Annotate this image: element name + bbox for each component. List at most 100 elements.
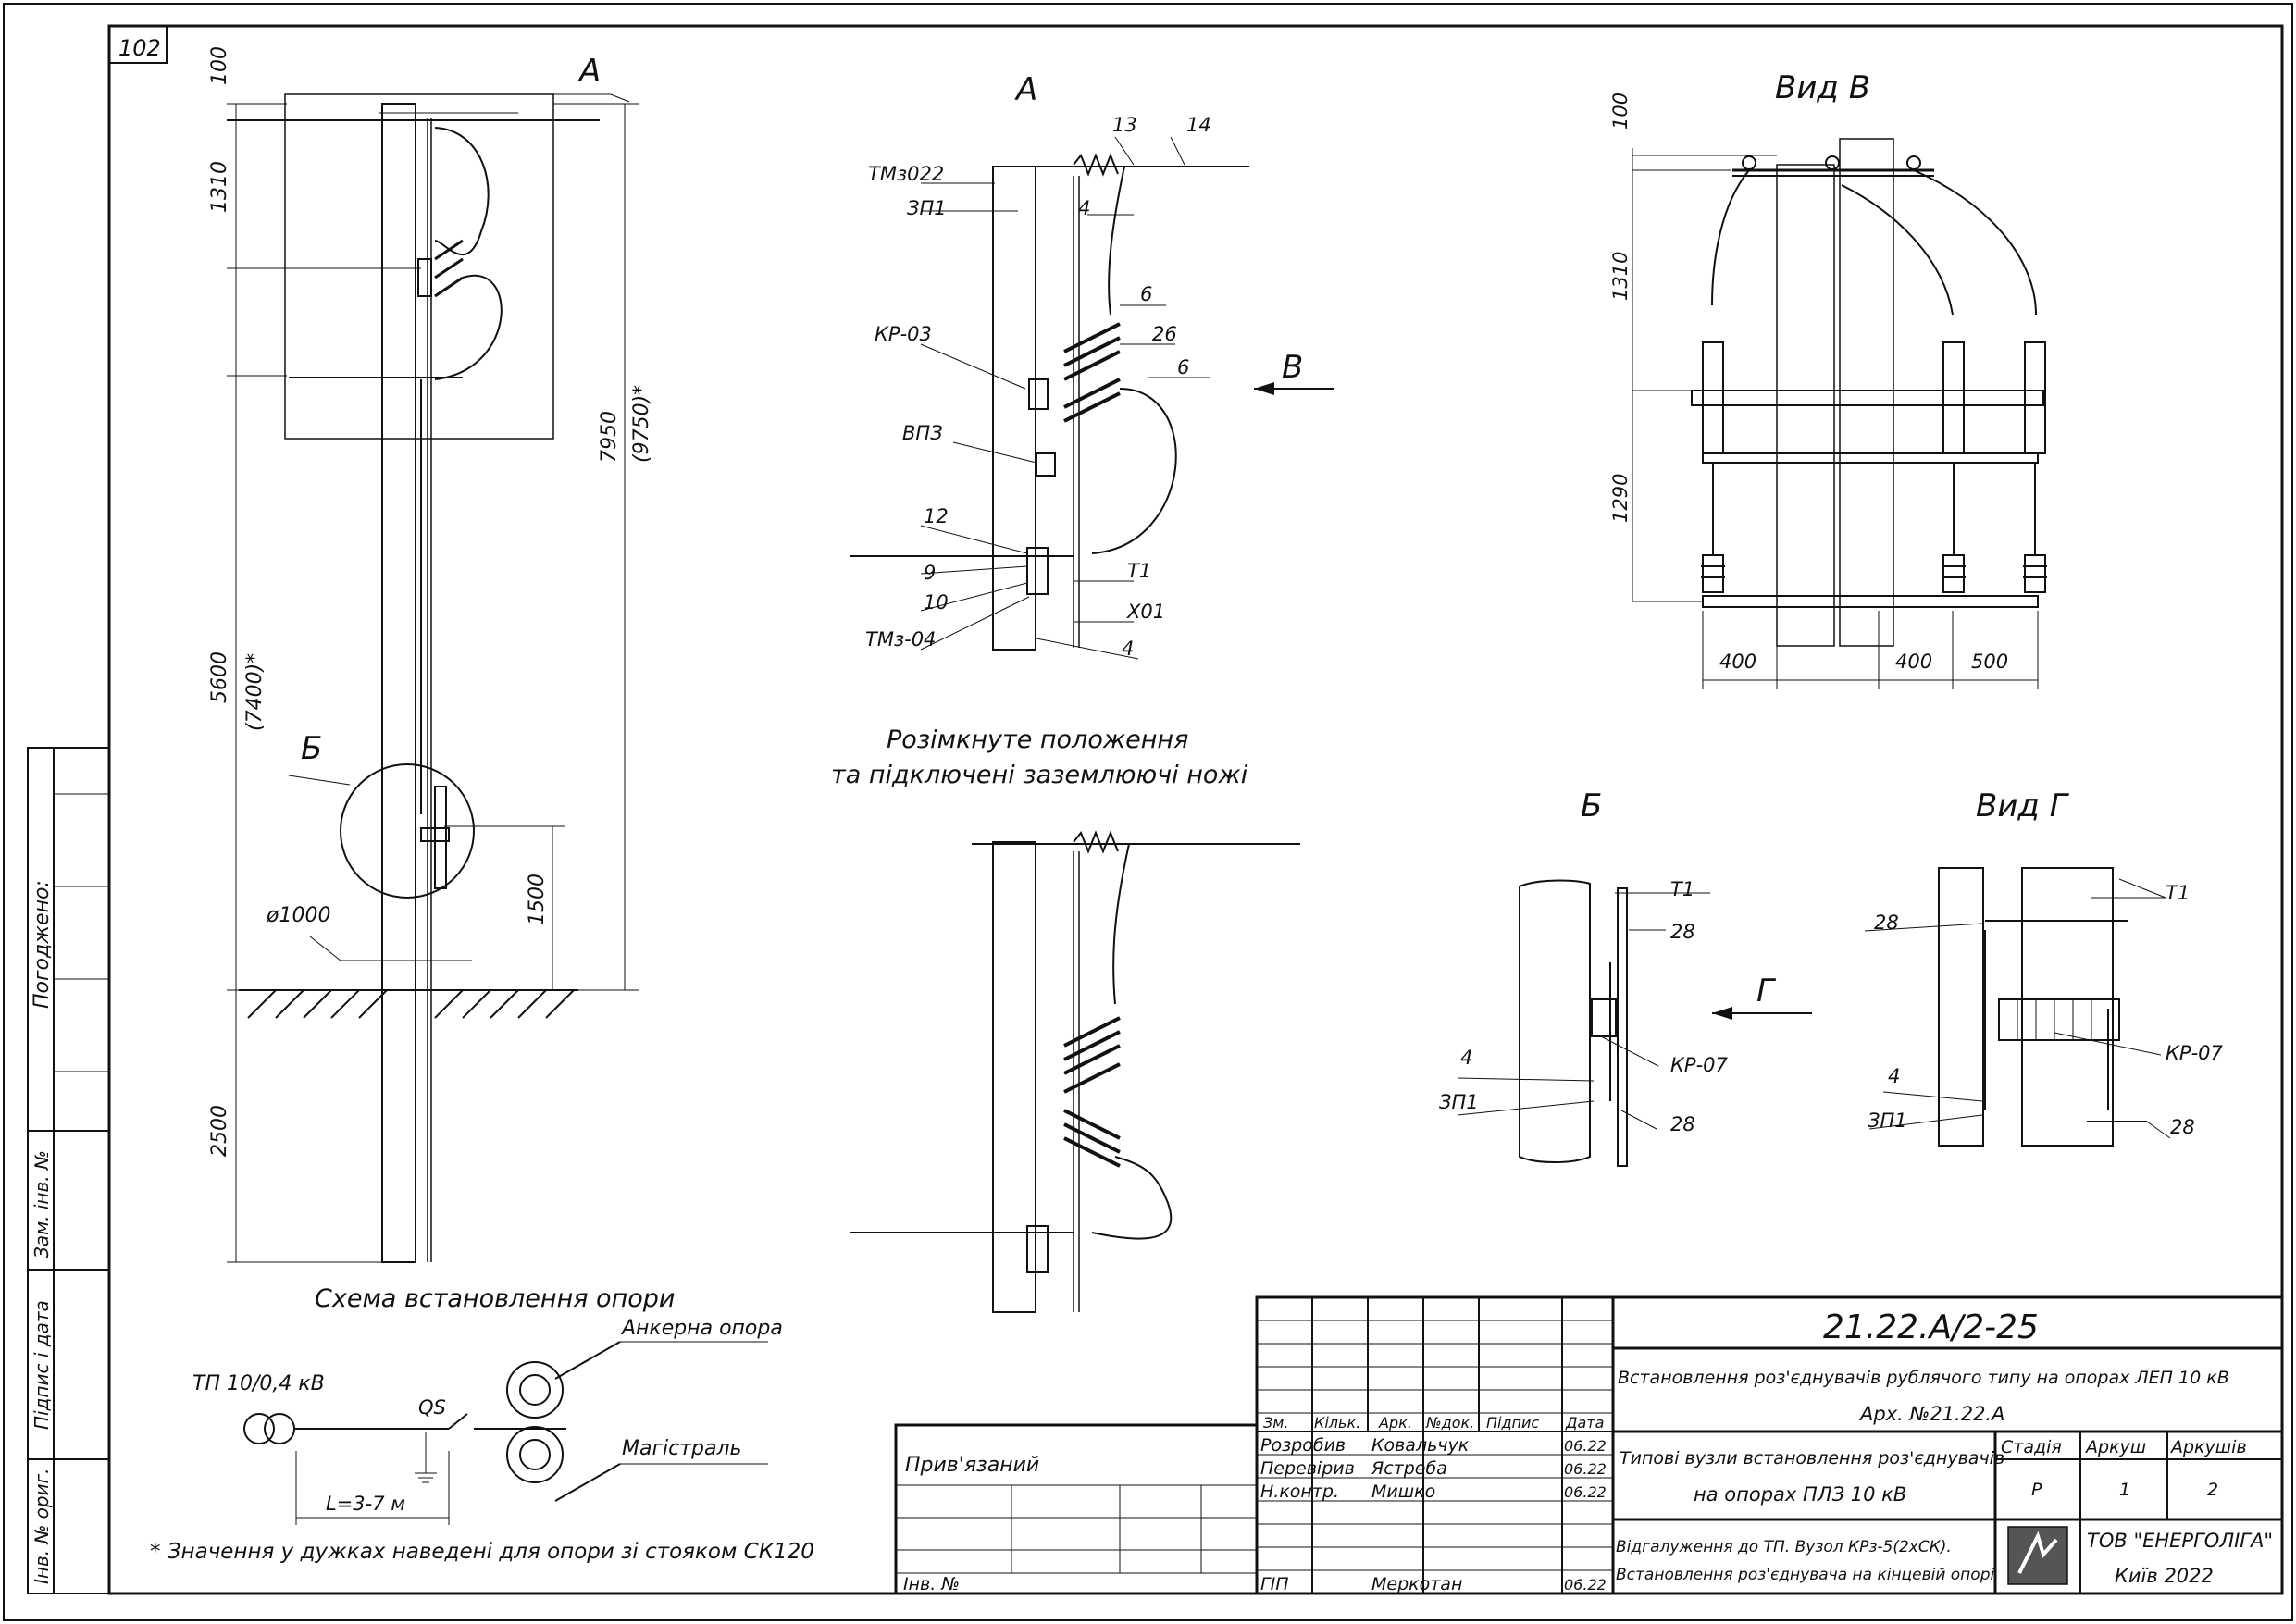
label-zp1: ЗП1	[907, 197, 947, 219]
g-label-28-top: 28	[1874, 911, 1899, 934]
g-label-zp1: ЗП1	[1868, 1110, 1907, 1132]
open-position-view: Розімкнуте положення та підключені зазем…	[831, 725, 1300, 1313]
tb-name-3: Мишко	[1371, 1481, 1435, 1502]
scheme-main: Магістраль	[622, 1437, 742, 1460]
dim-1310: 1310	[208, 161, 231, 213]
tb-date-3: 06.22	[1564, 1483, 1607, 1501]
tb-h-zm: Зм.	[1263, 1414, 1288, 1432]
b-label-28-bottom: 28	[1670, 1113, 1695, 1135]
tb-sheet-h: Аркуш	[2084, 1437, 2146, 1457]
label-6-top: 6	[1140, 283, 1152, 305]
open-title-2: та підключені заземлюючі ножі	[831, 761, 1248, 789]
tb-inv: Інв. №	[903, 1574, 960, 1594]
view-v: Вид В 100 1310 1290	[1609, 69, 2047, 689]
label-12: 12	[924, 505, 949, 527]
installation-scheme: Схема встановлення опори ТП 10/0,4 кВ QS…	[192, 1284, 783, 1525]
dim-5600: 5600	[208, 651, 231, 703]
view-a-title: А	[1014, 71, 1037, 108]
tb-h-ark: Арк.	[1378, 1414, 1412, 1432]
label-26: 26	[1152, 323, 1177, 345]
label-6: 6	[1177, 356, 1189, 378]
scheme-anchor: Анкерна опора	[620, 1317, 783, 1340]
scheme-qs: QS	[418, 1396, 446, 1419]
b-label-4: 4	[1460, 1047, 1472, 1069]
label-tmz04: ТМз-04	[865, 628, 936, 651]
label-x01: Х01	[1126, 601, 1165, 623]
view-g-title: Вид Г	[1976, 787, 2070, 824]
label-9: 9	[924, 562, 936, 584]
title-block: Прив'язаний Інв. № Зм. Кільк. Арк. №док.…	[894, 1295, 2284, 1595]
tb-role-1: Розробив	[1260, 1435, 1346, 1456]
tb-project: Встановлення роз'єднувачів рублячого тип…	[1618, 1368, 2229, 1388]
arrow-b-label: В	[1282, 349, 1303, 386]
agreed-label: Погоджено:	[31, 880, 54, 1009]
replace-inv-label: Зам. інв. №	[31, 1150, 53, 1258]
dim-100: 100	[208, 46, 231, 85]
sign-date-label: Підпис і дата	[31, 1300, 53, 1430]
scheme-tp: ТП 10/0,4 кВ	[192, 1372, 325, 1395]
tb-sheets-h: Аркушів	[2169, 1437, 2247, 1457]
dim-2500: 2500	[208, 1105, 231, 1157]
tb-h-pidpys: Підпис	[1486, 1414, 1539, 1432]
tb-h-data: Дата	[1565, 1414, 1604, 1432]
tb-role-2: Перевірив	[1260, 1458, 1355, 1479]
label-4-bottom: 4	[1122, 638, 1134, 660]
v-dim-400-left: 400	[1719, 651, 1756, 673]
tb-sheets: 2	[2207, 1480, 2218, 1500]
tb-name-2: Ястреба	[1371, 1458, 1447, 1479]
dim-1500: 1500	[526, 874, 549, 925]
tb-drawing-1: Відгалуження до ТП. Вузол КРз-5(2хСК).	[1616, 1538, 1952, 1556]
callout-b: Б	[301, 730, 322, 767]
tb-stage: Р	[2031, 1480, 2042, 1500]
footnote: * Значення у дужках наведені для опори з…	[150, 1540, 814, 1564]
sheet-number: 102	[118, 35, 161, 61]
label-tmz022: ТМз022	[868, 163, 944, 185]
transformer-symbol	[243, 1413, 275, 1444]
scheme-title: Схема встановлення опори	[315, 1284, 675, 1313]
view-g: Вид Г Т1 28 КР-07 4 ЗП1 28	[1864, 787, 2224, 1147]
tb-name-1: Ковальчук	[1371, 1435, 1470, 1456]
g-label-28-bottom: 28	[2170, 1116, 2195, 1138]
detail-b-title: Б	[1581, 787, 1602, 824]
inv-orig-label: Інв. № ориг.	[31, 1469, 53, 1584]
g-label-t1: Т1	[2166, 882, 2190, 904]
detail-a-box	[284, 93, 554, 440]
pole-rack	[381, 103, 416, 1263]
tb-stage-h: Стадія	[2001, 1437, 2062, 1457]
tb-role-4: ГІП	[1260, 1574, 1288, 1594]
b-label-28-top: 28	[1670, 921, 1695, 943]
company-logo-icon	[2007, 1526, 2068, 1585]
tb-date-4: 06.22	[1564, 1576, 1607, 1593]
tb-drawing-2: Встановлення роз'єднувача на кінцевій оп…	[1616, 1566, 1994, 1584]
b-label-t1: Т1	[1670, 878, 1694, 900]
tb-date-2: 06.22	[1564, 1460, 1607, 1478]
scheme-length: L=3-7 м	[326, 1493, 405, 1515]
label-13: 13	[1112, 114, 1137, 136]
v-dim-400-right: 400	[1895, 651, 1932, 673]
tb-h-ndok: №док.	[1425, 1414, 1474, 1432]
label-kr03: КР-03	[875, 323, 932, 345]
label-vpz: ВПЗ	[902, 422, 943, 444]
main-pole-symbol	[506, 1426, 564, 1483]
qs-switch-symbol	[448, 1413, 468, 1430]
v-dim-1290: 1290	[1609, 474, 1632, 523]
v-dim-500: 500	[1971, 651, 2008, 673]
b-label-zp1: ЗП1	[1439, 1091, 1479, 1113]
callout-a: А	[577, 53, 601, 90]
detail-b: Б Т1 28 КР-07 4 ЗП1 28 Г	[1439, 787, 1812, 1167]
dim-9750: (9750)*	[630, 385, 653, 463]
tb-arch: Арх. №21.22.А	[1858, 1403, 2004, 1425]
tb-name-4: Меркотан	[1371, 1574, 1462, 1594]
dim-7950: 7950	[598, 411, 621, 463]
label-4-top: 4	[1078, 197, 1090, 219]
tb-code: 21.22.А/2-25	[1823, 1308, 2039, 1346]
pole-elevation-view: А Б ø1000 100 1310 7950 (9	[208, 46, 653, 1263]
v-dim-1310: 1310	[1609, 252, 1632, 301]
dim-7400: (7400)*	[243, 653, 267, 731]
label-10: 10	[924, 591, 949, 614]
tb-desc-1: Типові вузли встановлення роз'єднувачів	[1620, 1448, 2004, 1469]
b-label-kr07: КР-07	[1670, 1054, 1729, 1076]
tb-attached: Прив'язаний	[905, 1454, 1039, 1477]
g-label-4: 4	[1888, 1065, 1900, 1087]
